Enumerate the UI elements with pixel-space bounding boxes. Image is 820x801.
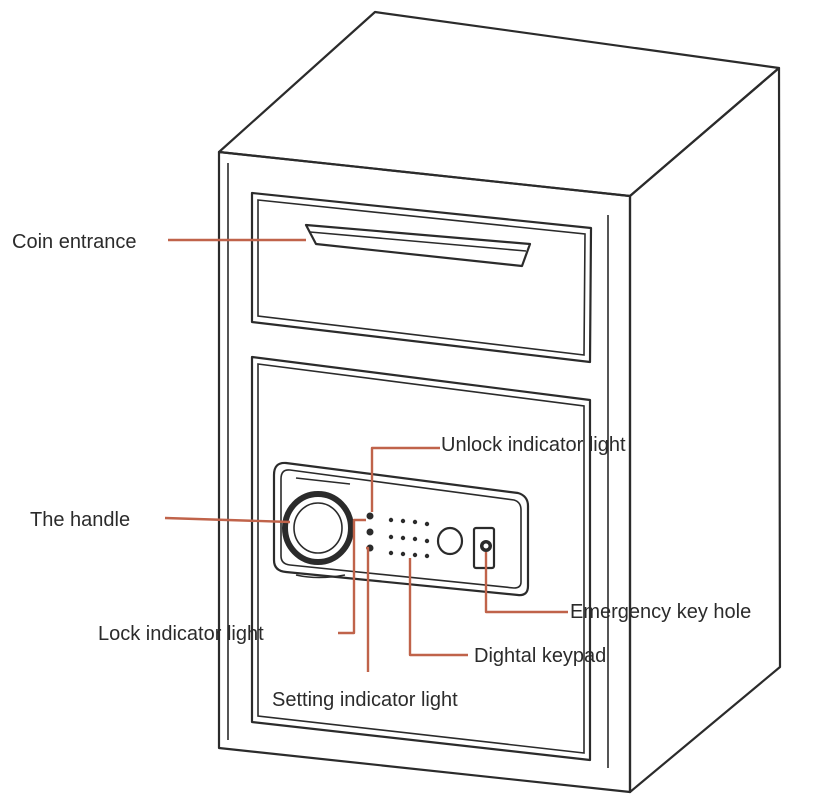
deposit-drawer xyxy=(250,191,593,364)
leader-handle xyxy=(164,516,291,524)
key-hole xyxy=(472,526,496,570)
label-emergency-key-hole: Emergency key hole xyxy=(570,601,751,623)
label-unlock-indicator-light: Unlock indicator light xyxy=(441,434,626,456)
leader-keypad xyxy=(408,558,468,657)
leader-unlock xyxy=(370,446,440,512)
leader-lines xyxy=(164,238,568,672)
label-coin-entrance: Coin entrance xyxy=(12,231,137,253)
label-lock-indicator-light: Lock indicator light xyxy=(98,623,264,645)
keypad-round-button xyxy=(436,526,464,556)
callout-labels: Coin entrance The handle Unlock indicato… xyxy=(12,231,751,711)
label-digital-keypad: Dightal keypad xyxy=(474,645,606,667)
keypad xyxy=(388,517,430,559)
leader-lock xyxy=(338,518,366,635)
label-setting-indicator-light: Setting indicator light xyxy=(272,689,458,711)
handle-knob xyxy=(282,491,354,579)
indicator-lights xyxy=(366,512,374,552)
unlock-light-icon xyxy=(366,512,374,520)
lock-panel xyxy=(272,461,530,597)
label-handle: The handle xyxy=(30,509,130,531)
lower-door xyxy=(250,355,592,762)
coin-slot xyxy=(304,223,532,268)
leader-setting xyxy=(366,546,370,672)
leader-key-hole xyxy=(484,552,568,614)
setting-light-icon xyxy=(366,528,374,536)
safe-body xyxy=(217,10,782,794)
